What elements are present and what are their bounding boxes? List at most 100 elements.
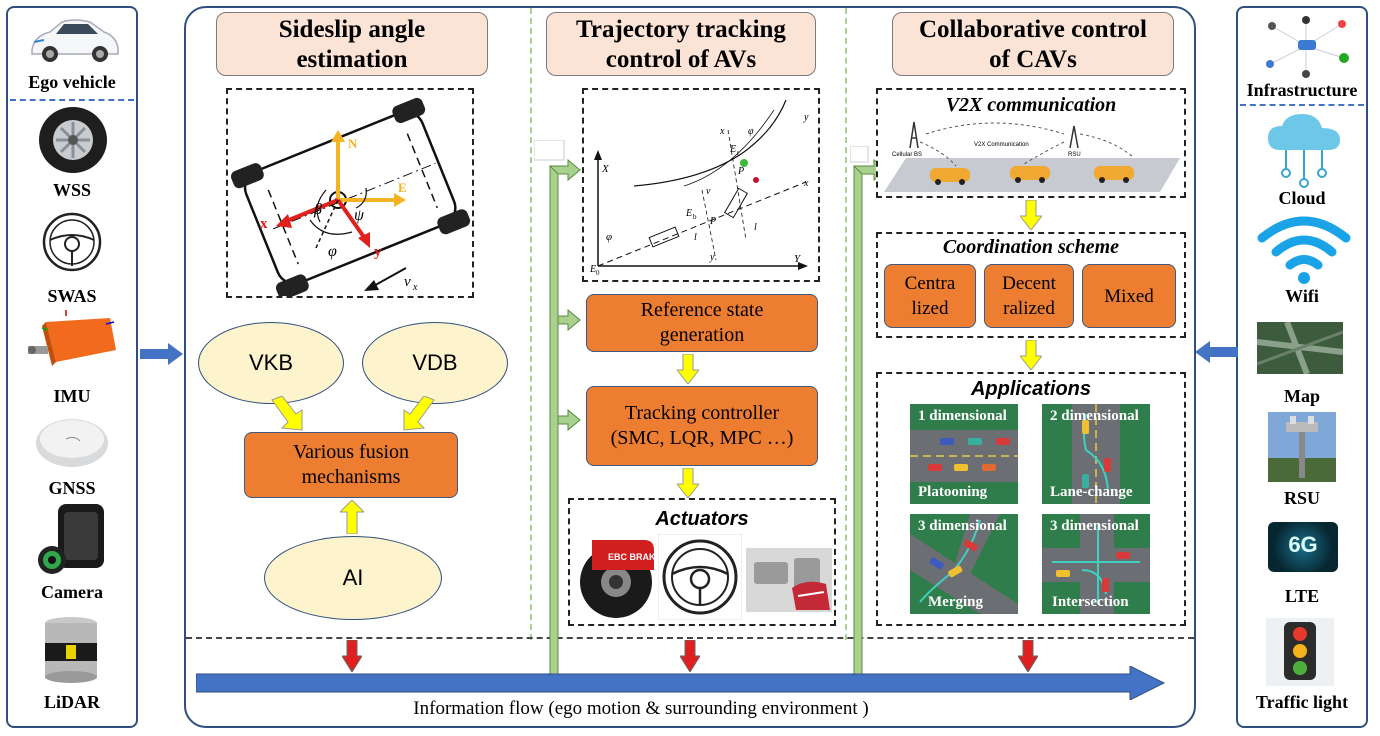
plot-x-label: x bbox=[803, 178, 809, 189]
tracking-controller-box: Tracking controller (SMC, LQR, MPC …) bbox=[586, 386, 818, 466]
infrastructure-network-icon bbox=[1266, 16, 1349, 78]
ego-vehicle-image bbox=[26, 10, 122, 68]
diagram-east-label: E bbox=[398, 180, 407, 195]
cloud-icon bbox=[1268, 114, 1340, 188]
trajectory-plot: X Y E 0 φ E b E r φ v x x y l l y P P bbox=[582, 88, 820, 282]
trajectory-title-line2: control of AVs bbox=[605, 46, 757, 73]
infrastructure-input-arrow bbox=[1195, 341, 1238, 363]
brake-brand-text: EBC BRAKES bbox=[608, 552, 658, 562]
lane-change-tile: 2 dimensional Lane-change bbox=[1042, 404, 1150, 504]
ai-ellipse: AI bbox=[264, 536, 442, 620]
diagram-vx-subscript: x bbox=[412, 282, 418, 293]
plot-e0-subscript: 0 bbox=[596, 269, 600, 277]
centralized-line2: lized bbox=[911, 298, 949, 319]
wss-label: WSS bbox=[52, 180, 92, 200]
plot-y-label: y bbox=[709, 252, 715, 263]
cellular-bs-label: Cellular BS bbox=[892, 152, 922, 158]
collab-title-line1: Collaborative control bbox=[919, 16, 1147, 43]
diagram-phi-label: φ bbox=[328, 243, 337, 260]
decentralized-box: Decent ralized bbox=[984, 264, 1074, 328]
actuators-title: Actuators bbox=[655, 508, 749, 530]
bottom-separator bbox=[186, 637, 1194, 639]
centralized-line1: Centra bbox=[904, 273, 956, 294]
rsu-tower-icon bbox=[1268, 412, 1336, 482]
imu-device-icon bbox=[28, 310, 116, 366]
intersection-label: Intersection bbox=[1052, 594, 1129, 610]
lte-icon: 6G bbox=[1268, 522, 1338, 572]
plot-v-label: v bbox=[706, 186, 711, 197]
platooning-tile: 1 dimensional Platooning bbox=[910, 404, 1018, 504]
reference-line1: Reference state bbox=[640, 299, 764, 321]
wheel-icon bbox=[39, 107, 107, 173]
gnss-label: GNSS bbox=[48, 478, 96, 498]
v2x-title: V2X communication bbox=[945, 94, 1117, 116]
reference-to-controller-arrow bbox=[677, 354, 699, 384]
vkb-to-fusion-arrow bbox=[271, 396, 303, 431]
intersection-dim-label: 3 dimensional bbox=[1050, 518, 1139, 534]
diagram-psi-label: ψ bbox=[354, 207, 365, 224]
wifi-icon bbox=[1257, 216, 1351, 284]
vdb-ellipse: VDB bbox=[362, 322, 508, 404]
reference-line2: generation bbox=[659, 324, 745, 346]
information-flow-arrow bbox=[196, 666, 1166, 700]
column-separator-1 bbox=[530, 8, 532, 640]
information-flow-label: Information flow (ego motion & surroundi… bbox=[413, 698, 869, 719]
plot-e0-label: E bbox=[589, 264, 596, 275]
intersection-tile: 3 dimensional Intersection bbox=[1042, 514, 1150, 614]
traffic-light-icon bbox=[1266, 618, 1334, 686]
collab-title-line2: of CAVs bbox=[989, 46, 1077, 73]
trajectory-title-line1: Trajectory tracking bbox=[576, 16, 786, 43]
steering-wheel-icon bbox=[42, 212, 102, 272]
plot-phi-label: φ bbox=[748, 126, 754, 137]
trajectory-title: Trajectory tracking control of AVs bbox=[546, 12, 816, 76]
lte-label: LTE bbox=[1284, 586, 1320, 606]
lidar-sensor-icon bbox=[45, 617, 97, 683]
camera-icon bbox=[38, 504, 104, 574]
fusion-mechanisms-box: Various fusion mechanisms bbox=[244, 432, 458, 498]
brake-disc-icon: EBC BRAKES bbox=[580, 540, 658, 618]
plot-phi-origin-label: φ bbox=[606, 231, 612, 243]
coordination-title: Coordination scheme bbox=[942, 236, 1120, 258]
red-down-arrow-3 bbox=[1018, 640, 1038, 672]
lidar-label: LiDAR bbox=[43, 692, 100, 712]
sensor-input-arrow bbox=[140, 343, 183, 365]
mixed-box: Mixed bbox=[1082, 264, 1176, 328]
plot-yr-label: y bbox=[803, 112, 809, 123]
lte-badge: 6G bbox=[1288, 532, 1318, 557]
wifi-label: Wifi bbox=[1285, 286, 1319, 306]
sensor-divider bbox=[10, 99, 134, 101]
vdb-to-fusion-arrow bbox=[403, 396, 435, 431]
diagram-vx-label: v bbox=[404, 274, 411, 290]
swas-label: SWAS bbox=[47, 286, 97, 306]
lane-change-label: Lane-change bbox=[1050, 484, 1133, 500]
vehicle-dynamics-diagram: N E x y β ψ φ v x bbox=[226, 88, 474, 298]
fusion-line2: mechanisms bbox=[301, 466, 401, 488]
collab-title: Collaborative control of CAVs bbox=[892, 12, 1174, 76]
imu-label: IMU bbox=[53, 386, 91, 406]
controller-to-actuators-arrow bbox=[677, 468, 699, 498]
infrastructure-divider bbox=[1240, 104, 1364, 106]
decentralized-line1: Decent bbox=[1002, 273, 1056, 294]
reference-state-box: Reference state generation bbox=[586, 294, 818, 352]
controller-line1: Tracking controller bbox=[624, 402, 780, 424]
sideslip-title-line2: estimation bbox=[296, 46, 408, 73]
steering-actuator-icon bbox=[658, 534, 742, 620]
plot-er-label: E bbox=[729, 144, 736, 155]
ai-to-fusion-arrow bbox=[340, 500, 364, 534]
plot-y-axis-label: Y bbox=[794, 253, 802, 265]
merging-dim-label: 3 dimensional bbox=[918, 518, 1007, 534]
pedal-icon bbox=[746, 548, 832, 612]
v2x-communication-label: V2X Communication bbox=[974, 142, 1029, 148]
cloud-label: Cloud bbox=[1278, 188, 1326, 208]
lane-change-dim-label: 2 dimensional bbox=[1050, 408, 1139, 424]
fusion-line1: Various fusion bbox=[292, 441, 410, 463]
plot-xr-label: x bbox=[719, 126, 725, 137]
rsu-small-label: RSU bbox=[1068, 152, 1081, 158]
v2x-illustration: Cellular BS V2X Communication RSU bbox=[884, 121, 1180, 192]
merging-label: Merging bbox=[928, 594, 983, 610]
plot-lr-label: l bbox=[694, 232, 697, 243]
platooning-label: Platooning bbox=[918, 484, 988, 500]
plot-eb-label: E bbox=[685, 208, 692, 219]
diagram-beta-label: β bbox=[313, 201, 322, 218]
column-separator-2 bbox=[845, 8, 847, 640]
